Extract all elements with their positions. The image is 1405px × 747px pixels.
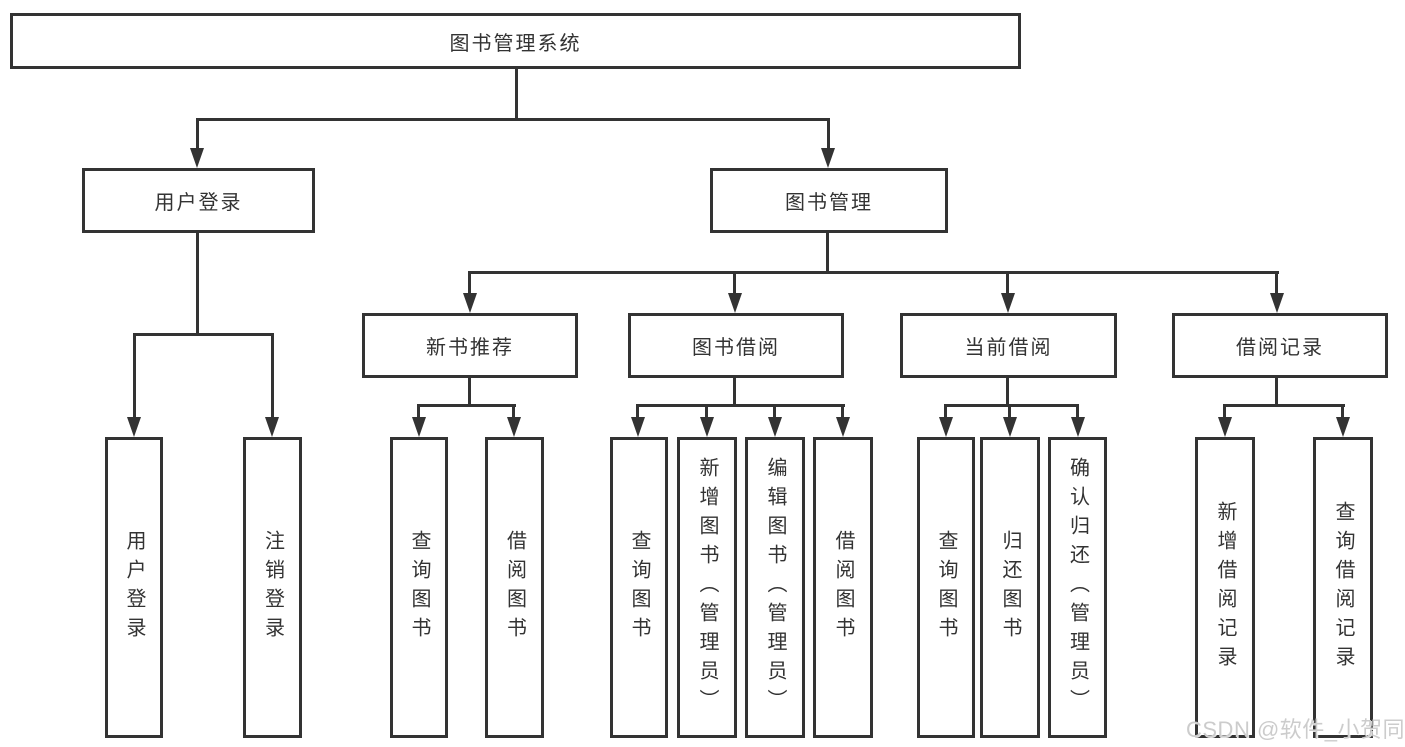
arrow-down-icon (768, 417, 782, 437)
leaf-add-book-admin: 新增图书（管理员） (677, 437, 737, 738)
connector-book-mgmt-bar (468, 271, 1279, 274)
arrow-down-icon (1218, 417, 1232, 437)
leaf-logout-login: 注销登录 (243, 437, 302, 738)
leaf-borrow-book: 借阅图书 (813, 437, 873, 738)
arrow-down-icon (631, 417, 645, 437)
arrow-down-icon (507, 417, 521, 437)
connector-bar (637, 404, 845, 407)
connector-to-leaf (512, 404, 515, 419)
leaf-label: 新增图书（管理员） (696, 457, 718, 718)
connector-to-leaf (773, 404, 776, 419)
leaf-edit-book-admin: 编辑图书（管理员） (745, 437, 805, 738)
leaf-query-book-borrow: 查询图书 (610, 437, 668, 738)
connector-to-book-management (827, 118, 830, 150)
leaf-query-book-recommend: 查询图书 (390, 437, 448, 738)
connector-user-login-stem (196, 232, 199, 334)
connector-to-leaf (705, 404, 708, 419)
connector-bar (418, 404, 516, 407)
leaf-borrow-book-recommend: 借阅图书 (485, 437, 544, 738)
node-label: 图书管理系统 (449, 32, 582, 55)
leaf-confirm-return-admin: 确认归还（管理员） (1048, 437, 1107, 738)
leaf-query-book-current: 查询图书 (917, 437, 975, 738)
leaf-label: 编辑图书（管理员） (764, 457, 786, 718)
arrow-down-icon (190, 148, 204, 168)
leaf-return-book: 归还图书 (980, 437, 1040, 738)
arrow-down-icon (412, 417, 426, 437)
arrow-down-icon (821, 148, 835, 168)
leaf-label: 新增借阅记录 (1214, 500, 1236, 675)
arrow-down-icon (939, 417, 953, 437)
arrow-down-icon (700, 417, 714, 437)
connector-to-node (1275, 271, 1278, 295)
connector-to-leaf (841, 404, 844, 419)
arrow-down-icon (836, 417, 850, 437)
connector-to-user-login (196, 118, 199, 150)
arrow-down-icon (463, 293, 477, 313)
leaf-add-borrow-record: 新增借阅记录 (1195, 437, 1255, 738)
connector-root-bar (196, 118, 829, 121)
connector-to-leaf (1076, 404, 1079, 419)
leaf-label: 借阅图书 (503, 529, 526, 646)
connector-to-leaf (1008, 404, 1011, 419)
connector-to-node (468, 271, 471, 295)
node-current-borrow: 当前借阅 (900, 313, 1117, 378)
node-library-management-system: 图书管理系统 (10, 13, 1021, 69)
node-book-management: 图书管理 (710, 168, 948, 233)
connector-to-leaf (1341, 404, 1344, 419)
connector-to-leaf (133, 333, 136, 417)
connector-to-node (733, 271, 736, 295)
connector-to-leaf (944, 404, 947, 419)
arrow-down-icon (265, 417, 279, 437)
node-label: 借阅记录 (1236, 337, 1324, 359)
connector-bar (1224, 404, 1345, 407)
arrow-down-icon (1003, 417, 1017, 437)
leaf-label: 查询借阅记录 (1332, 500, 1354, 675)
node-label: 图书借阅 (692, 337, 780, 359)
connector-stem (1006, 377, 1009, 405)
connector-stem (1275, 377, 1278, 405)
leaf-label: 注销登录 (261, 529, 284, 646)
connector-stem (733, 377, 736, 405)
leaf-label: 确认归还（管理员） (1066, 457, 1089, 718)
leaf-query-borrow-record: 查询借阅记录 (1313, 437, 1373, 738)
leaf-label: 借阅图书 (832, 529, 854, 646)
connector-to-leaf (271, 333, 274, 417)
leaf-label: 查询图书 (935, 529, 957, 646)
connector-book-mgmt-stem (826, 232, 829, 274)
node-label: 新书推荐 (426, 337, 514, 359)
arrow-down-icon (1336, 417, 1350, 437)
connector-root-stem (515, 68, 518, 120)
connector-to-node (1006, 271, 1009, 295)
arrow-down-icon (1001, 293, 1015, 313)
arrow-down-icon (1071, 417, 1085, 437)
arrow-down-icon (127, 417, 141, 437)
connector-stem (468, 377, 471, 405)
node-user-login: 用户登录 (82, 168, 315, 233)
node-book-borrow: 图书借阅 (628, 313, 844, 378)
connector-user-login-bar (133, 333, 274, 336)
node-label: 图书管理 (785, 192, 873, 214)
node-borrow-records: 借阅记录 (1172, 313, 1388, 378)
node-new-book-recommend: 新书推荐 (362, 313, 578, 378)
arrow-down-icon (728, 293, 742, 313)
node-label: 当前借阅 (964, 337, 1053, 359)
leaf-label: 查询图书 (628, 529, 650, 646)
connector-to-leaf (417, 404, 420, 419)
connector-bar (945, 404, 1079, 407)
node-label: 用户登录 (154, 192, 243, 214)
leaf-user-login: 用户登录 (105, 437, 163, 738)
arrow-down-icon (1270, 293, 1284, 313)
csdn-watermark: CSDN @软件_小贺同学 (1186, 717, 1405, 742)
connector-to-leaf (1223, 404, 1226, 419)
leaf-label: 归还图书 (999, 529, 1021, 646)
leaf-label: 用户登录 (123, 529, 145, 646)
connector-to-leaf (636, 404, 639, 419)
leaf-label: 查询图书 (408, 529, 430, 646)
